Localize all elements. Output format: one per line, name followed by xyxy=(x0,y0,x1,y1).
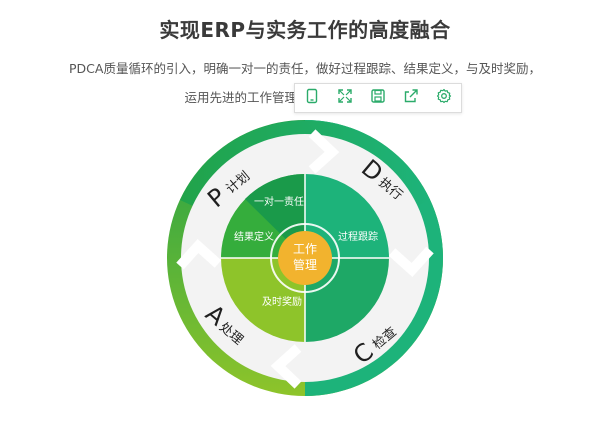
description-line-1: PDCA质量循环的引入，明确一对一的责任，做好过程跟踪、结果定义，与及时奖励， xyxy=(69,61,541,76)
save-icon xyxy=(370,88,386,108)
quadrant-do xyxy=(305,174,389,258)
arrow-left xyxy=(176,238,222,270)
page-title: 实现ERP与实务工作的高度融合 xyxy=(159,18,451,42)
fullscreen-icon xyxy=(337,88,353,108)
inner-label-do: 过程跟踪 xyxy=(338,230,378,243)
arrow-right xyxy=(388,246,434,278)
inner-label-plan: 一对一责任 xyxy=(254,195,304,208)
quadrant-act xyxy=(221,258,305,342)
center-label-2: 管理 xyxy=(293,257,317,272)
settings-icon xyxy=(436,88,452,108)
tablet-button[interactable] xyxy=(299,85,325,111)
tablet-icon xyxy=(304,88,320,108)
inner-label-check: 及时奖励 xyxy=(262,295,302,308)
share-icon xyxy=(403,88,419,108)
arrow-bottom xyxy=(270,344,302,389)
quadrant-check xyxy=(305,258,389,342)
center-ring xyxy=(270,223,340,293)
arrow-top xyxy=(308,129,340,174)
save-button[interactable] xyxy=(365,85,391,111)
inner-label-act: 结果定义 xyxy=(234,230,274,243)
center-label-1: 工作 xyxy=(293,242,317,256)
fullscreen-button[interactable] xyxy=(332,85,358,111)
share-button[interactable] xyxy=(398,85,424,111)
settings-button[interactable] xyxy=(431,85,457,111)
description-line-2: 运用先进的工作管理方 xyxy=(184,90,310,105)
image-toolbar xyxy=(294,83,462,113)
center-circle xyxy=(278,231,332,285)
